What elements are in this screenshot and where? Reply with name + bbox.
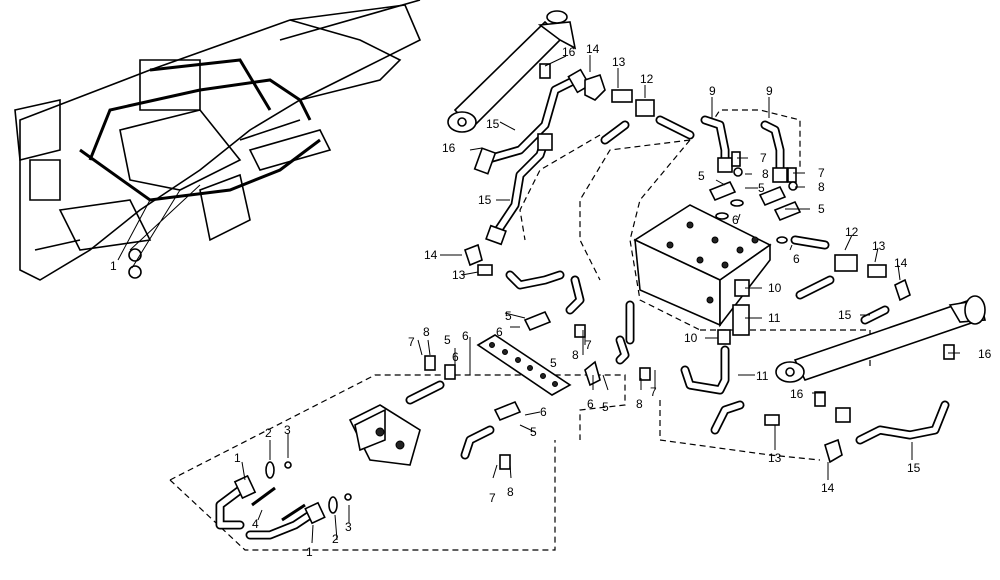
callout-7: 7: [585, 338, 592, 352]
clamps-upper-right: [708, 151, 802, 244]
pipes-1-lower-left: [215, 461, 352, 540]
callout-5: 5: [444, 333, 451, 347]
callout-14: 14: [894, 256, 908, 270]
callout-6: 6: [462, 329, 469, 343]
callout-3: 3: [284, 423, 291, 437]
fittings-upper-center: [539, 63, 695, 145]
callout-6: 6: [732, 213, 739, 227]
callout-16: 16: [790, 387, 804, 401]
callout-5: 5: [550, 356, 557, 370]
dashed-routing-lines: [169, 109, 871, 551]
callout-7: 7: [760, 151, 767, 165]
callout-7: 7: [489, 491, 496, 505]
callout-10: 10: [684, 331, 698, 345]
hydraulic-cylinder-upper: [447, 10, 577, 133]
control-valve-lower: [348, 404, 421, 466]
callout-16: 16: [978, 347, 992, 361]
callout-7: 7: [818, 166, 825, 180]
callout-15: 15: [478, 193, 492, 207]
callout-6: 6: [587, 397, 594, 411]
callout-16: 16: [562, 45, 576, 59]
callout-numbers: 16 14 13 12 9 9 15 16 15 14 13 7 8 5 5 7…: [234, 42, 992, 559]
callout-11: 11: [768, 311, 781, 325]
callout-13: 13: [768, 451, 782, 465]
callout-13: 13: [612, 55, 626, 69]
hoses-9: [700, 115, 788, 183]
hoses-lower-left: [405, 324, 651, 470]
callout-14: 14: [586, 42, 600, 56]
callout-1: 1: [234, 451, 241, 465]
callout-1: 1: [110, 259, 117, 273]
callout-5: 5: [758, 181, 765, 195]
callout-8: 8: [507, 485, 514, 499]
callout-4: 4: [252, 517, 259, 531]
manifold-plate: [476, 310, 601, 422]
callout-6: 6: [540, 405, 547, 419]
callout-6: 6: [496, 325, 503, 339]
callout-14: 14: [821, 481, 835, 495]
callout-5: 5: [818, 202, 825, 216]
callout-9: 9: [709, 84, 716, 98]
callout-10: 10: [768, 281, 782, 295]
callout-15: 15: [486, 117, 500, 131]
hydraulic-cylinder-lower: [775, 295, 987, 383]
callout-8: 8: [818, 180, 825, 194]
callout-13: 13: [452, 268, 466, 282]
callout-8: 8: [762, 167, 769, 181]
fittings-right: [790, 235, 911, 325]
callout-6: 6: [793, 252, 800, 266]
callout-5: 5: [698, 169, 705, 183]
callout-7: 7: [408, 335, 415, 349]
hoses-lower-right: [710, 391, 950, 464]
callout-5: 5: [505, 309, 512, 323]
callout-12: 12: [640, 72, 654, 86]
callout-14: 14: [424, 248, 438, 262]
callout-5: 5: [530, 425, 537, 439]
callout-2: 2: [265, 426, 272, 440]
callout-13: 13: [872, 239, 886, 253]
callout-8: 8: [572, 348, 579, 362]
callout-leaders: [241, 55, 960, 544]
tractor-overview: 1: [14, 0, 422, 281]
pipes-center: [463, 243, 635, 365]
callout-9: 9: [766, 84, 773, 98]
callout-8: 8: [636, 397, 643, 411]
callout-5: 5: [602, 400, 609, 414]
callout-16: 16: [442, 141, 456, 155]
callout-12: 12: [845, 225, 859, 239]
callout-15: 15: [838, 308, 852, 322]
callout-3: 3: [345, 520, 352, 534]
fittings-10-11: [680, 279, 750, 395]
callout-8: 8: [423, 325, 430, 339]
callout-6: 6: [452, 350, 459, 364]
callout-7: 7: [650, 385, 657, 399]
callout-1: 1: [306, 545, 313, 559]
callout-2: 2: [332, 532, 339, 546]
callout-15: 15: [907, 461, 921, 475]
callout-11: 11: [756, 369, 769, 383]
